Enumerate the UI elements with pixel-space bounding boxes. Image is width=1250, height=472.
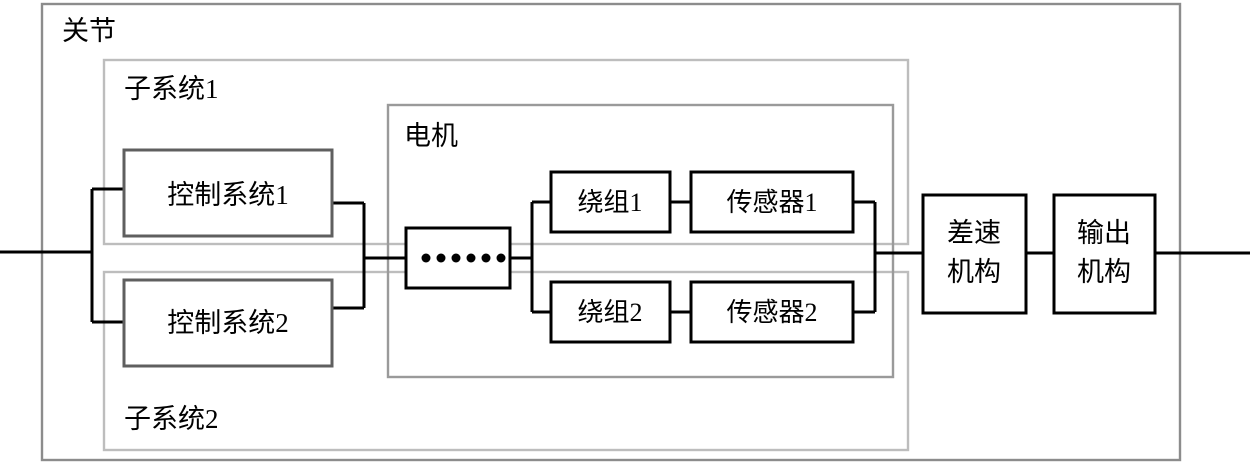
block-differential-mechanism[interactable] [921, 193, 1028, 315]
block-winding-1[interactable] [549, 170, 672, 234]
group-boundary-motor [386, 103, 895, 379]
block-label-winding-1: 绕组1 [577, 188, 642, 217]
block-label-output-line2: 机构 [1077, 257, 1131, 287]
block-label-sensor-2: 传感器2 [726, 298, 817, 327]
block-sensor-1[interactable] [689, 170, 855, 234]
block-label-output-line1: 输出 [1077, 218, 1131, 248]
block-control-system-1[interactable] [122, 148, 334, 238]
outer-frame-joint [40, 2, 1182, 462]
label-group-subsystem1: 子系统1 [124, 74, 219, 104]
ellipsis-dots-icon [421, 253, 506, 263]
block-output-mechanism[interactable] [1052, 193, 1157, 315]
block-label-control-system-2: 控制系统2 [167, 308, 289, 338]
label-group-motor: 电机 [404, 121, 458, 151]
block-label-winding-2: 绕组2 [577, 298, 642, 327]
block-label-control-system-1: 控制系统1 [167, 180, 289, 210]
block-control-system-2[interactable] [122, 278, 334, 368]
block-winding-2[interactable] [549, 280, 672, 344]
block-label-differential-line2: 机构 [947, 257, 1001, 287]
block-sensor-2[interactable] [689, 280, 855, 344]
label-group-subsystem2: 子系统2 [124, 404, 219, 434]
label-outer-frame-joint: 关节 [62, 16, 116, 46]
block-label-differential-line1: 差速 [947, 218, 1001, 248]
block-label-sensor-1: 传感器1 [726, 188, 817, 217]
